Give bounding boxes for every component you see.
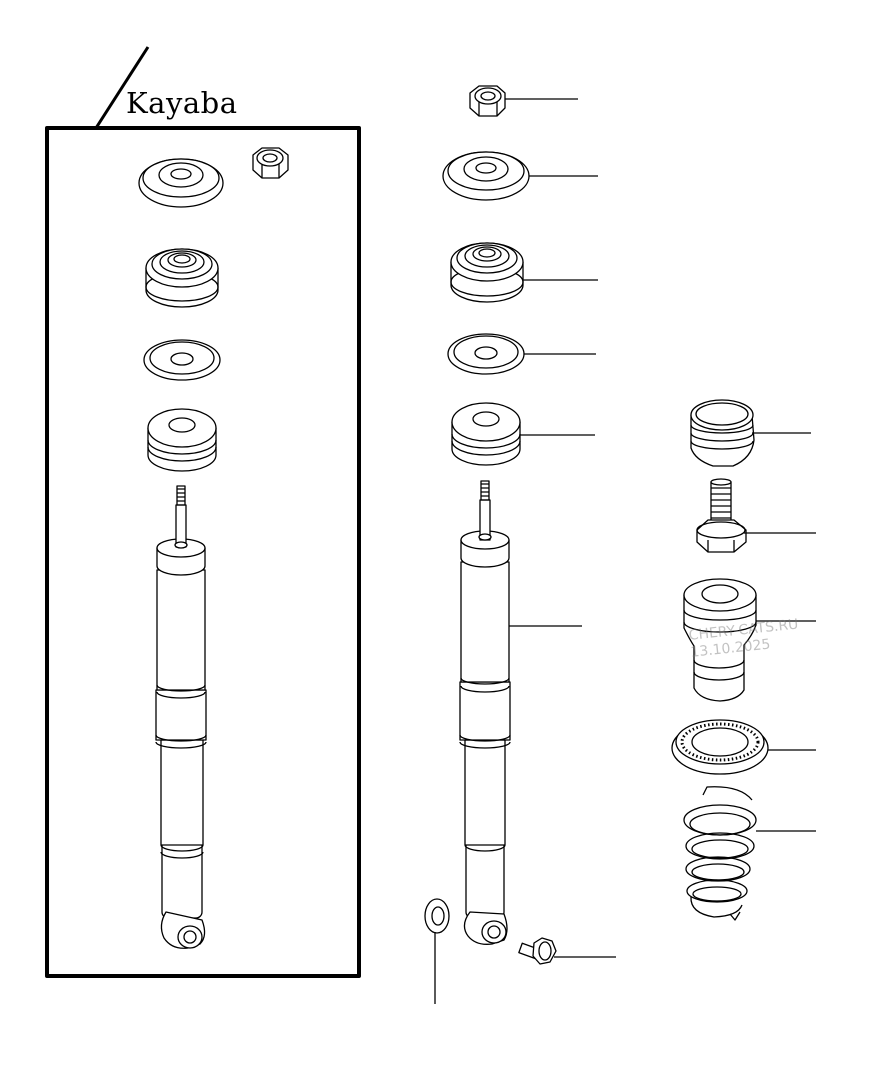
bump-stop [684, 579, 756, 701]
kit-upper-washer [139, 159, 223, 207]
main-lower-washer [448, 334, 524, 374]
kit-lower-bushing [148, 409, 216, 471]
main-upper-washer [443, 152, 529, 200]
brand-leader-line [96, 47, 148, 128]
main-nut [470, 86, 505, 116]
kayaba-kit-group [47, 47, 359, 976]
spring-seat [672, 720, 768, 774]
main-upper-bushing [451, 243, 523, 302]
side-parts-group [672, 400, 816, 920]
brand-label: Kayaba [126, 86, 238, 120]
main-column-group [425, 86, 616, 1004]
coil-spring [684, 787, 756, 920]
side-bolt [697, 479, 746, 552]
kit-upper-bushing [146, 249, 218, 307]
kit-frame [47, 128, 359, 976]
main-bolt [519, 938, 556, 964]
kit-lower-washer [144, 340, 220, 380]
main-shock-absorber [460, 481, 510, 944]
bump-stop-cap [691, 400, 754, 466]
main-washer [425, 899, 449, 933]
main-lower-bushing [452, 403, 520, 465]
kit-nut [253, 148, 288, 178]
kit-shock-absorber [156, 486, 206, 948]
